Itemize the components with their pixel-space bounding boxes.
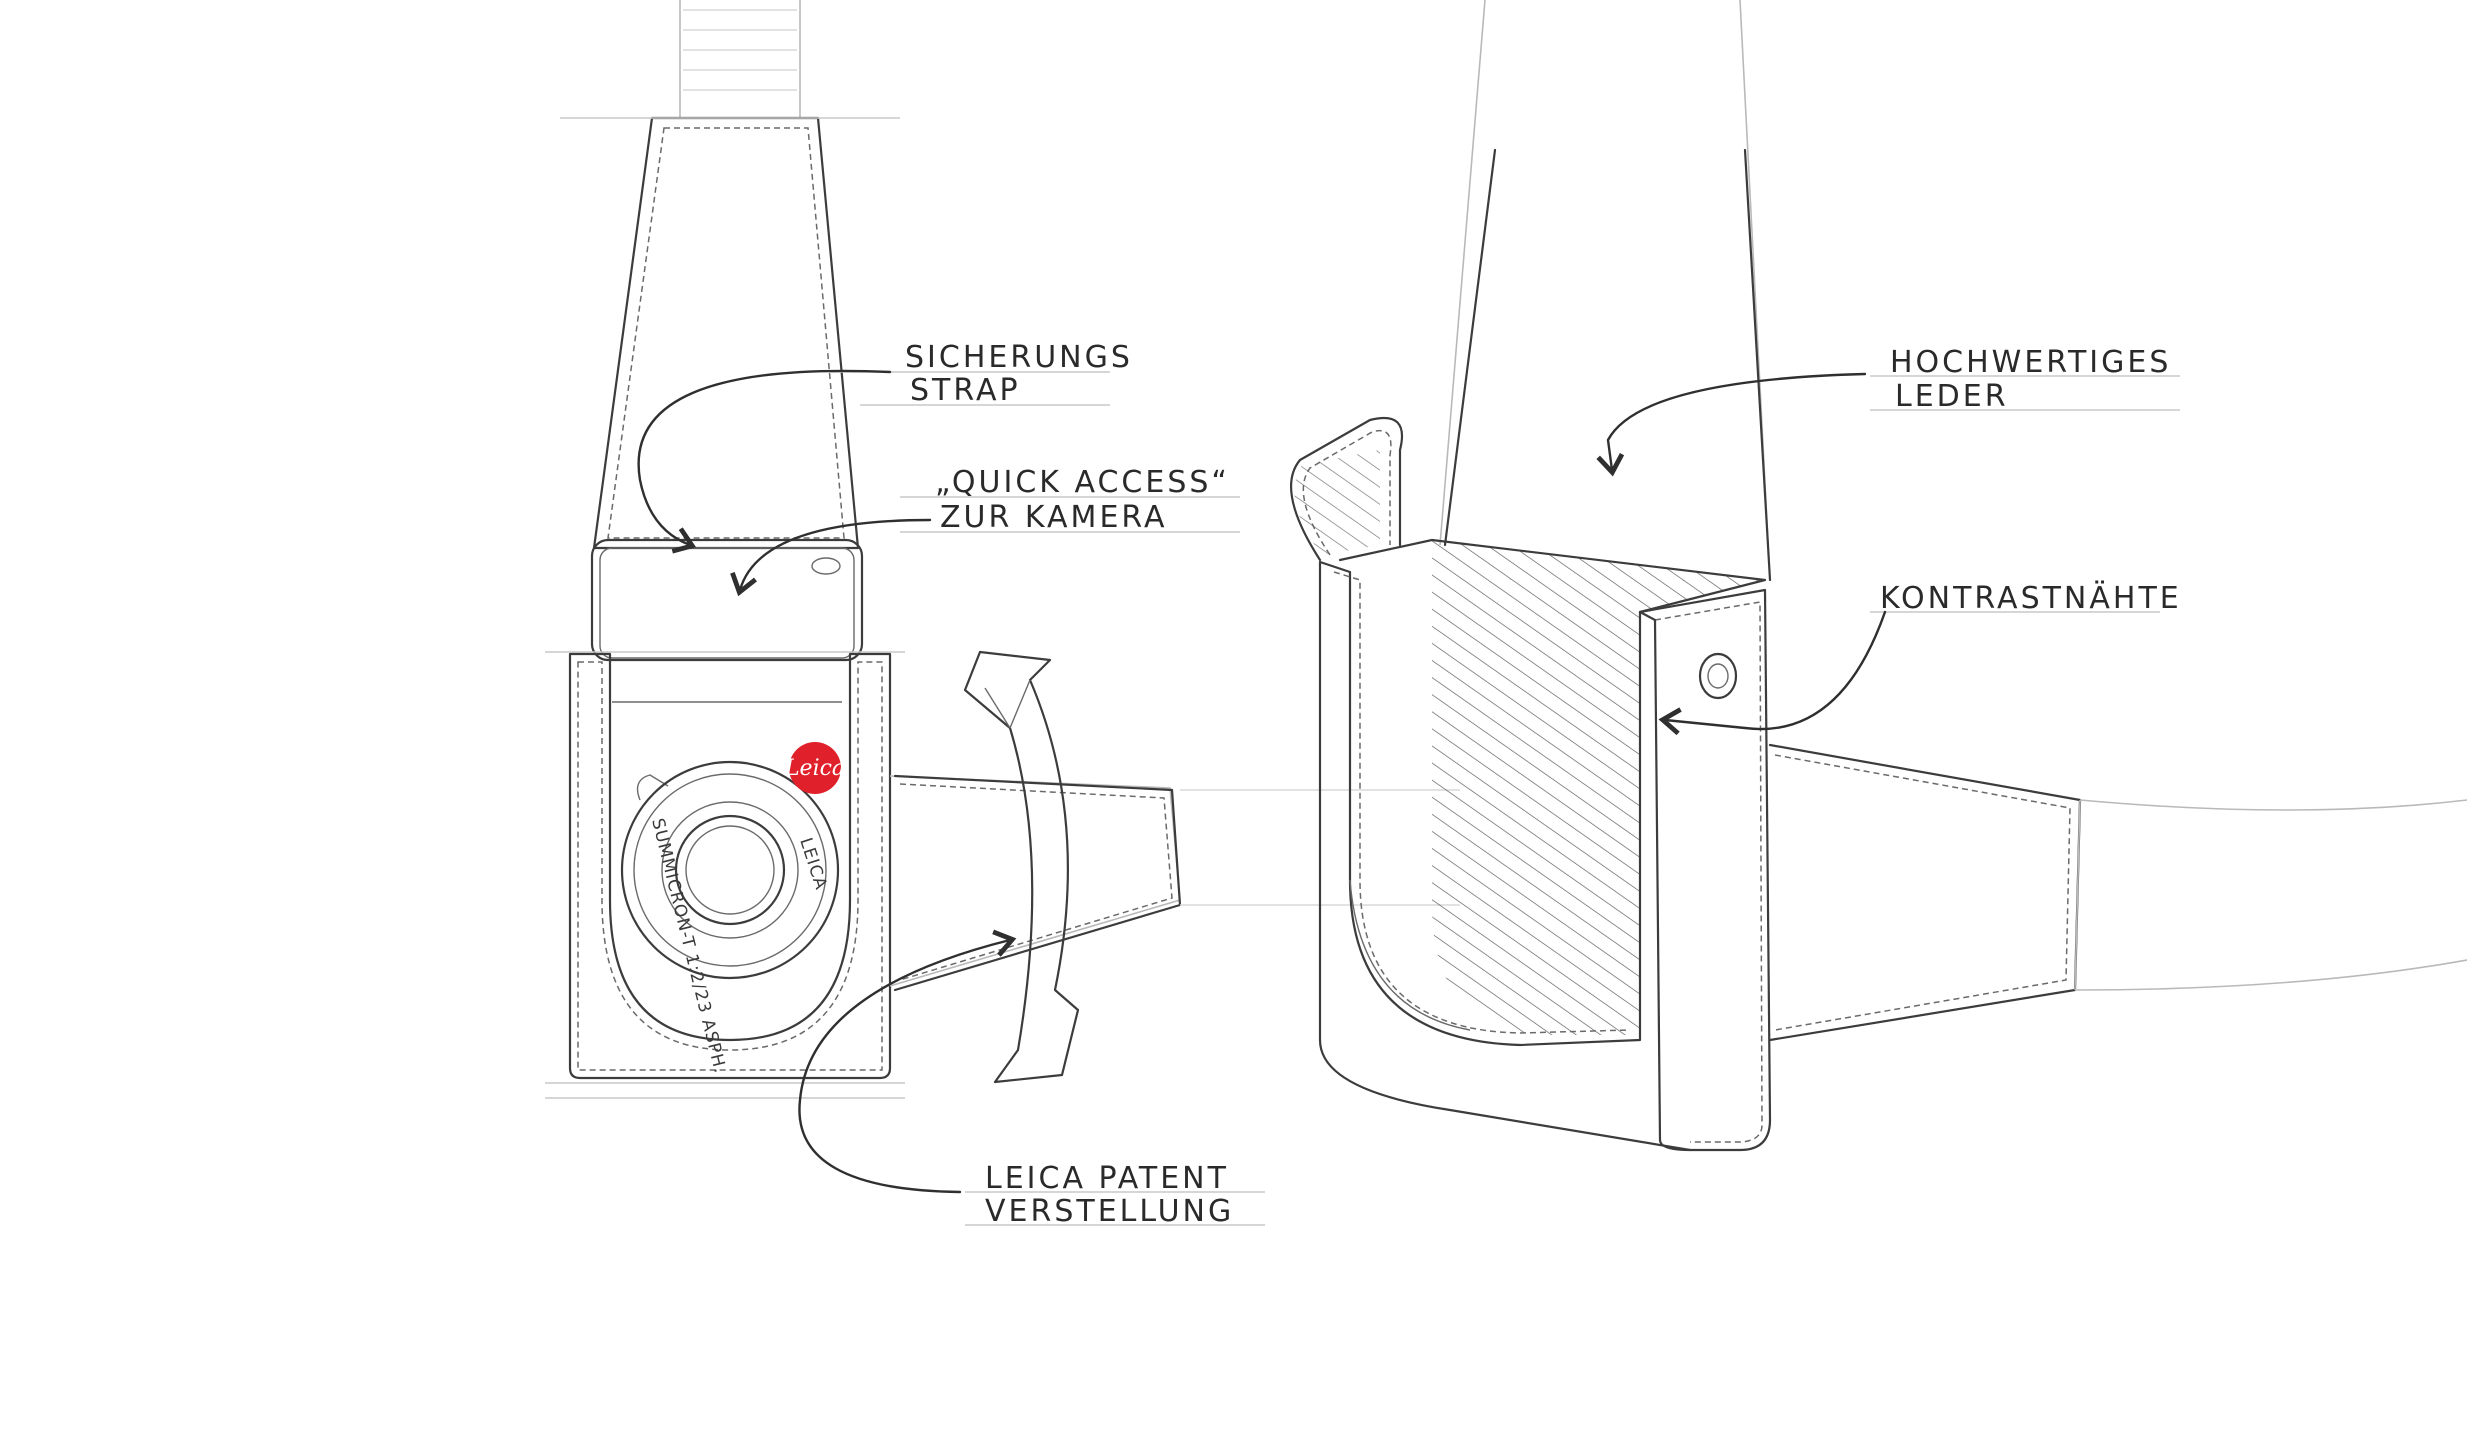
open-case-view: HOCHWERTIGES LEDER KONTRASTNÄHTE: [1289, 0, 2467, 1152]
label-verstellung: VERSTELLUNG: [985, 1194, 1234, 1229]
snap-button-icon: [1698, 652, 1738, 700]
label-strap: STRAP: [910, 373, 1021, 408]
upper-strap: [560, 0, 900, 550]
label-leder: LEDER: [1895, 379, 2009, 414]
label-zur-kamera: ZUR KAMERA: [940, 500, 1168, 535]
horizontal-strap: [1768, 743, 2467, 1042]
annotation-leica-patent: LEICA PATENT VERSTELLUNG: [798, 929, 1265, 1229]
front-pouch: [545, 651, 905, 1099]
camera-body: [590, 538, 864, 703]
front-case-view: SUMMICRON-T 1:2/23 ASPH. LEICA Leica SIC…: [545, 0, 1460, 1229]
belt-loop: [1289, 416, 1404, 562]
leica-logo-text: Leica: [784, 756, 845, 781]
open-pouch: [1318, 560, 1772, 1152]
annotation-quick-access: „QUICK ACCESS“ ZUR KAMERA: [730, 465, 1240, 597]
annotation-sicherungs-strap: SICHERUNGS STRAP: [637, 340, 1133, 554]
annotation-kontrastnaehte: KONTRASTNÄHTE: [1658, 580, 2182, 736]
label-quick-access: „QUICK ACCESS“: [935, 465, 1230, 500]
label-sicherungs: SICHERUNGS: [905, 340, 1133, 375]
label-kontrastnaehte: KONTRASTNÄHTE: [1880, 580, 2182, 616]
camera-lens: SUMMICRON-T 1:2/23 ASPH. LEICA: [620, 760, 840, 1076]
vertical-strap: [1439, 0, 1772, 582]
annotation-hochwertiges-leder: HOCHWERTIGES LEDER: [1596, 345, 2180, 477]
label-hochwertiges: HOCHWERTIGES: [1890, 345, 2171, 380]
leica-logo: Leica: [784, 742, 845, 794]
label-leica-patent: LEICA PATENT: [985, 1161, 1229, 1196]
side-strap: [889, 774, 1460, 992]
rotation-arrow-icon: [963, 650, 1080, 1084]
inner-lining: [1338, 538, 1767, 1035]
